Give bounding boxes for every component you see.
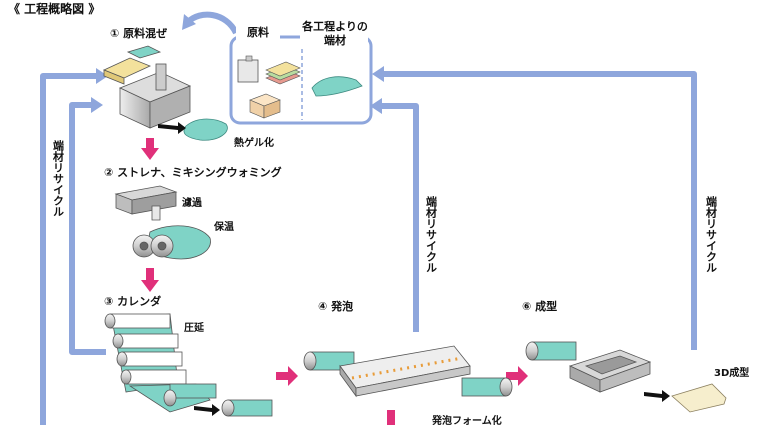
recycle-arrowheads (91, 14, 384, 114)
foaming-oven (303, 345, 513, 398)
recycle-label-right: 端材リサイクル (705, 195, 718, 273)
process-arrow-5 (387, 410, 395, 425)
step4-label: ④ 発泡 (318, 299, 353, 313)
recycle-arrow-curved (185, 11, 239, 35)
warm-annotation: 保温 (213, 220, 234, 233)
raw-sheets-icon (265, 61, 301, 85)
materials-box: 原料 各工程よりの 端材 (229, 18, 373, 125)
recycle-arrows (40, 11, 697, 425)
diagram-title: 《 工程概略図 》 (8, 1, 100, 16)
warming-rollers (132, 225, 211, 260)
process-arrow-1 (141, 138, 159, 160)
step1-label: ① 原料混ぜ (110, 26, 167, 40)
process-arrow-2 (141, 268, 159, 292)
output-arrow-3 (194, 404, 220, 416)
recycle-label-middle: 端材リサイクル (425, 195, 438, 273)
gel-blob (183, 118, 228, 141)
molded-annotation: 3D成型 (714, 366, 749, 379)
recycle-arrow-middle (378, 103, 419, 332)
scrap-label-line2: 端材 (324, 33, 346, 47)
recycle-arrow-right (380, 71, 697, 350)
scrap-sheet-icon (311, 76, 363, 97)
calender-rollers (104, 313, 273, 417)
output-arrow-1 (158, 122, 186, 134)
recycle-label-left: 端材リサイクル (52, 139, 65, 217)
rolling-annotation: 圧延 (184, 321, 205, 334)
output-arrow-6 (644, 390, 670, 402)
molded-product (671, 383, 727, 413)
filter-annotation: 濾過 (182, 196, 203, 209)
step3-label: ③ カレンダ (104, 294, 161, 308)
molding-press (525, 341, 652, 393)
step6-label: ⑥ 成型 (522, 299, 557, 313)
step2-label: ② ストレナ、ミキシングウォミング (104, 165, 282, 179)
strainer-machine (114, 185, 178, 221)
mixer-machine (102, 45, 192, 129)
scrap-label-line1: 各工程よりの (301, 19, 368, 33)
gel-annotation: 熱ゲル化 (234, 136, 274, 149)
materials-label: 原料 (247, 25, 269, 39)
process-arrow-4 (506, 366, 528, 386)
recycle-arrow-outer-left (40, 73, 98, 425)
raw-box-icon (249, 93, 281, 119)
process-arrow-3 (276, 366, 298, 386)
raw-can-icon (237, 55, 259, 83)
foam-annotation: 発泡フォーム化 (431, 414, 502, 425)
recycle-arrow-inner-left (69, 102, 106, 355)
